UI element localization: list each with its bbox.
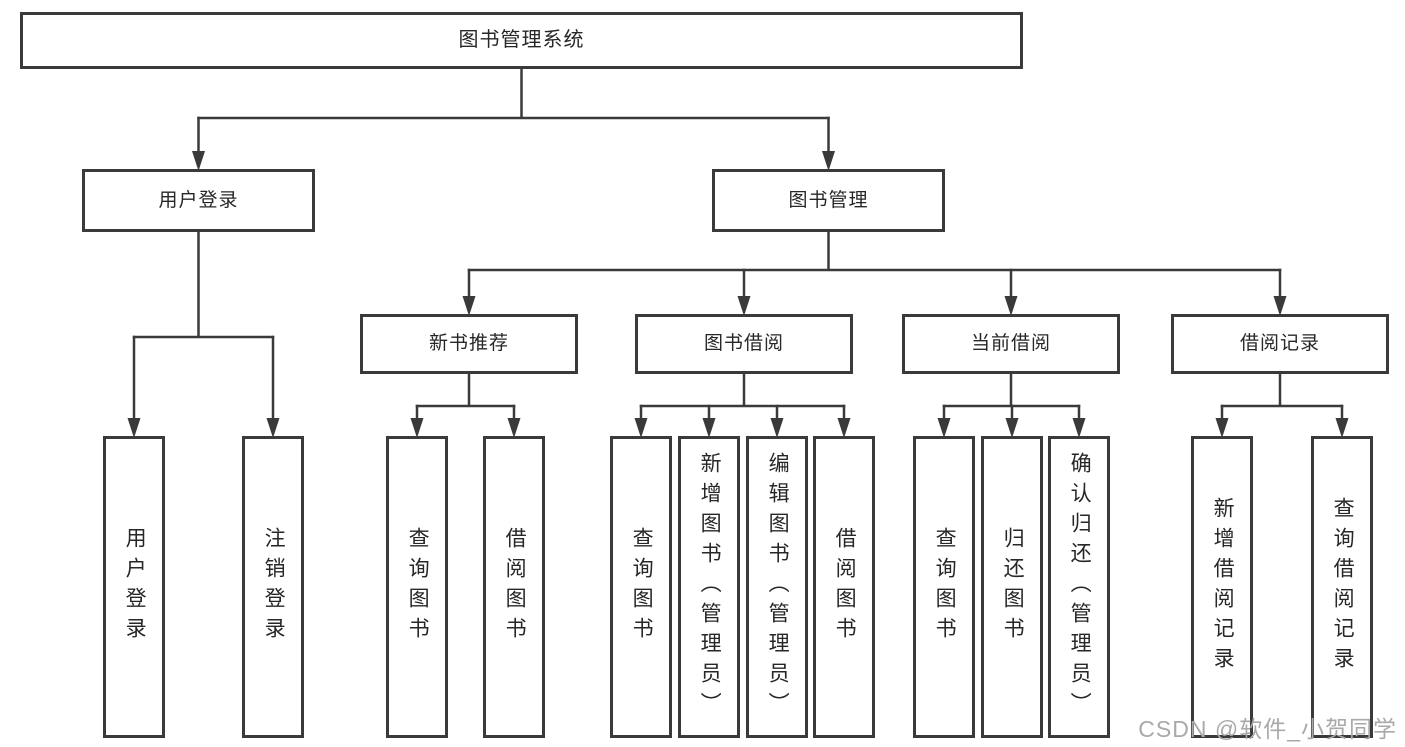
node-leaf-logout: 注销登录 — [242, 436, 304, 738]
arrowhead-icon — [737, 296, 751, 316]
node-label: 图书借阅 — [703, 333, 784, 355]
node-root: 图书管理系统 — [20, 12, 1023, 69]
node-leaf-hist-add: 新增借阅记录 — [1191, 436, 1253, 738]
node-label: 新增图书（管理员） — [698, 452, 722, 722]
node-borrow-records: 借阅记录 — [1171, 314, 1389, 374]
node-label: 查询图书 — [630, 527, 654, 647]
arrowhead-icon — [192, 151, 205, 171]
node-label: 新书推荐 — [428, 333, 509, 355]
node-label: 查询图书 — [406, 527, 430, 647]
arrowhead-icon — [937, 418, 951, 438]
node-book-borrow: 图书借阅 — [635, 314, 853, 374]
arrowhead-icon — [1215, 418, 1229, 438]
node-label: 图书管理 — [788, 189, 869, 211]
arrowhead-icon — [507, 418, 521, 438]
node-leaf-hist-query: 查询借阅记录 — [1311, 436, 1373, 738]
connector-new-book-rec — [410, 373, 521, 438]
node-leaf-bor-add: 新增图书（管理员） — [678, 436, 740, 738]
arrowhead-icon — [127, 418, 141, 438]
node-leaf-cur-confirm: 确认归还（管理员） — [1048, 436, 1110, 738]
node-leaf-user-login: 用户登录 — [103, 436, 165, 738]
node-leaf-rec-borrow: 借阅图书 — [483, 436, 545, 738]
node-label: 查询图书 — [933, 527, 957, 647]
arrowhead-icon — [837, 418, 851, 438]
connector-book-mgmt — [462, 231, 1287, 316]
node-label: 借阅图书 — [503, 527, 527, 647]
connector-book-borrow — [634, 373, 851, 438]
arrowhead-icon — [1273, 296, 1287, 316]
node-leaf-bor-query: 查询图书 — [610, 436, 672, 738]
node-new-book-rec: 新书推荐 — [360, 314, 578, 374]
node-label: 用户登录 — [123, 527, 147, 647]
node-book-mgmt: 图书管理 — [712, 169, 945, 232]
arrowhead-icon — [410, 418, 424, 438]
node-current-borrow: 当前借阅 — [902, 314, 1120, 374]
node-label: 新增借阅记录 — [1211, 497, 1235, 677]
node-label: 查询借阅记录 — [1331, 497, 1355, 677]
arrowhead-icon — [266, 418, 280, 438]
node-leaf-rec-query: 查询图书 — [386, 436, 448, 738]
node-leaf-cur-return: 归还图书 — [981, 436, 1043, 738]
connector-login-group — [127, 231, 280, 438]
connector-current-borrow — [937, 373, 1086, 438]
node-leaf-cur-query: 查询图书 — [913, 436, 975, 738]
arrowhead-icon — [770, 418, 784, 438]
node-label: 当前借阅 — [970, 333, 1051, 355]
node-login-group: 用户登录 — [82, 169, 315, 232]
connector-root — [192, 68, 835, 171]
arrowhead-icon — [702, 418, 716, 438]
arrowhead-icon — [1005, 418, 1019, 438]
arrowhead-icon — [462, 296, 476, 316]
node-label: 借阅记录 — [1239, 333, 1320, 355]
arrowhead-icon — [1072, 418, 1086, 438]
arrowhead-icon — [1335, 418, 1349, 438]
node-label: 编辑图书（管理员） — [766, 452, 790, 722]
node-label: 用户登录 — [158, 189, 239, 211]
watermark: CSDN @软件_小贺同学 — [1138, 716, 1397, 742]
node-label: 归还图书 — [1001, 527, 1025, 647]
arrowhead-icon — [1004, 296, 1018, 316]
arrowhead-icon — [822, 151, 835, 171]
node-label: 图书管理系统 — [458, 29, 585, 51]
node-label: 借阅图书 — [833, 527, 857, 647]
node-leaf-bor-borrow: 借阅图书 — [813, 436, 875, 738]
node-leaf-bor-edit: 编辑图书（管理员） — [746, 436, 808, 738]
node-label: 注销登录 — [262, 527, 286, 647]
node-label: 确认归还（管理员） — [1068, 452, 1092, 722]
arrowhead-icon — [634, 418, 648, 438]
connector-borrow-records — [1215, 373, 1349, 438]
